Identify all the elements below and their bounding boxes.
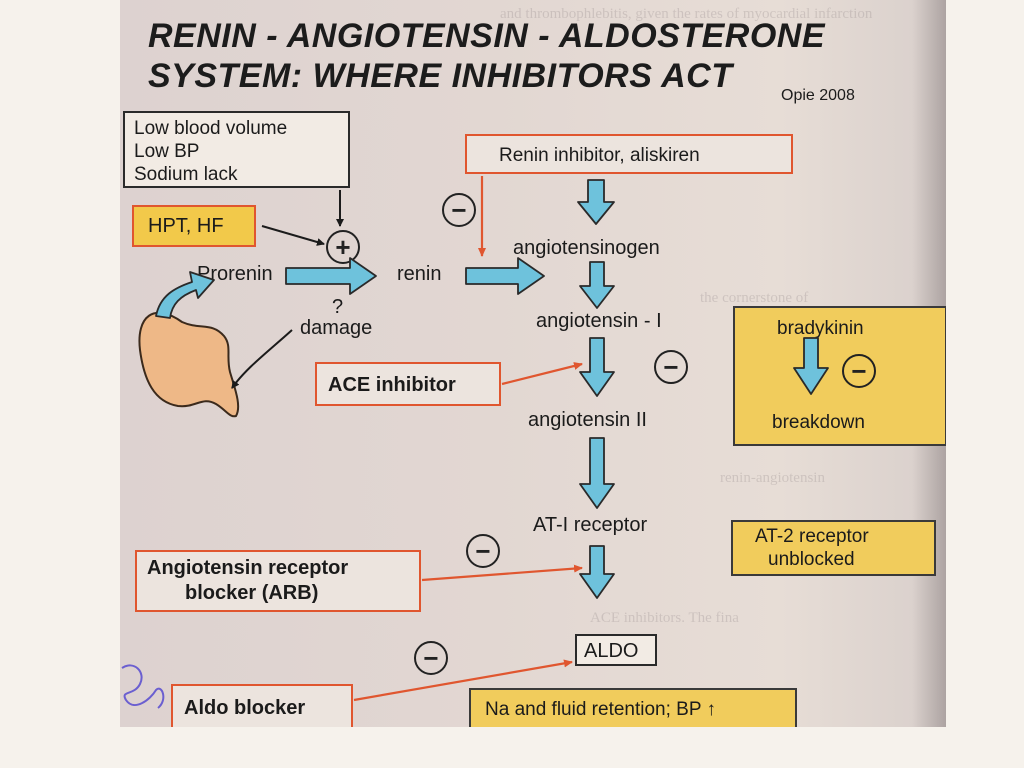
question-mark: ?	[332, 296, 344, 318]
aldo-label: ALDO	[584, 640, 639, 662]
diagram-arrows	[121, 176, 829, 709]
prorenin-label: Prorenin	[197, 263, 273, 285]
aldo-blocker-label: Aldo blocker	[184, 697, 306, 719]
stimulate-plus-icon: +	[326, 230, 360, 264]
breakdown-label: breakdown	[772, 412, 865, 433]
trigger-low-blood-volume: Low blood volume	[134, 118, 288, 139]
scanned-figure: and thrombophlebitis, given the rates of…	[120, 0, 946, 727]
bradykinin-label: bradykinin	[777, 318, 864, 339]
aldo-blocker-box: Aldo blocker	[171, 684, 353, 727]
damage-label: damage	[300, 317, 373, 339]
arb-inhibit-minus-icon: −	[466, 534, 500, 568]
ace-inhibit-minus-icon: −	[654, 350, 688, 384]
trigger-sodium-lack: Sodium lack	[134, 164, 238, 185]
hpt-hf-box: HPT, HF	[132, 205, 256, 247]
red-inhibitor-arrows	[353, 176, 583, 702]
title-line-1: RENIN - ANGIOTENSIN - ALDOSTERONE	[148, 17, 825, 55]
bradykinin-inhibit-minus-icon: −	[842, 354, 876, 388]
trigger-low-bp: Low BP	[134, 141, 200, 162]
angiotensin-2-label: angiotensin II	[528, 409, 647, 431]
trigger-box: Low blood volume Low BP Sodium lack	[123, 111, 350, 188]
at2-receptor-box: AT-2 receptor unblocked	[731, 520, 936, 576]
ace-inhibitor-box: ACE inhibitor	[315, 362, 501, 406]
credit: Opie 2008	[781, 87, 855, 104]
aldo-box: ALDO	[575, 634, 657, 666]
pen-scribble	[121, 664, 165, 709]
arb-label-line-2: blocker (ARB)	[185, 582, 319, 604]
aldo-inhibit-minus-icon: −	[414, 641, 448, 675]
title-line-2: SYSTEM: WHERE INHIBITORS ACT	[148, 57, 733, 95]
renin-inhibitor-box: Renin inhibitor, aliskiren	[465, 134, 793, 174]
na-retention-box: Na and fluid retention; BP ↑	[469, 688, 797, 727]
arb-box: Angiotensin receptor blocker (ARB)	[135, 550, 421, 612]
ace-inhibitor-label: ACE inhibitor	[328, 374, 456, 396]
na-retention-label: Na and fluid retention; BP ↑	[485, 699, 716, 720]
at2-receptor-label: AT-2 receptor	[755, 526, 869, 547]
at2-unblocked-label: unblocked	[768, 549, 855, 570]
angiotensinogen-label: angiotensinogen	[513, 237, 660, 259]
hpt-hf-label: HPT, HF	[148, 215, 224, 237]
angiotensin-1-label: angiotensin - I	[536, 310, 662, 332]
renin-inhibitor-label: Renin inhibitor, aliskiren	[499, 145, 700, 166]
kidney-icon	[138, 311, 240, 418]
blue-flow-arrows	[155, 179, 829, 599]
arb-label-line-1: Angiotensin receptor	[147, 557, 349, 579]
renin-label: renin	[397, 263, 442, 285]
renin-inhibit-minus-icon: −	[442, 193, 476, 227]
black-connector-arrows	[231, 190, 344, 389]
at1-receptor-label: AT-I receptor	[533, 514, 648, 536]
bradykinin-box: bradykinin breakdown	[733, 306, 946, 446]
